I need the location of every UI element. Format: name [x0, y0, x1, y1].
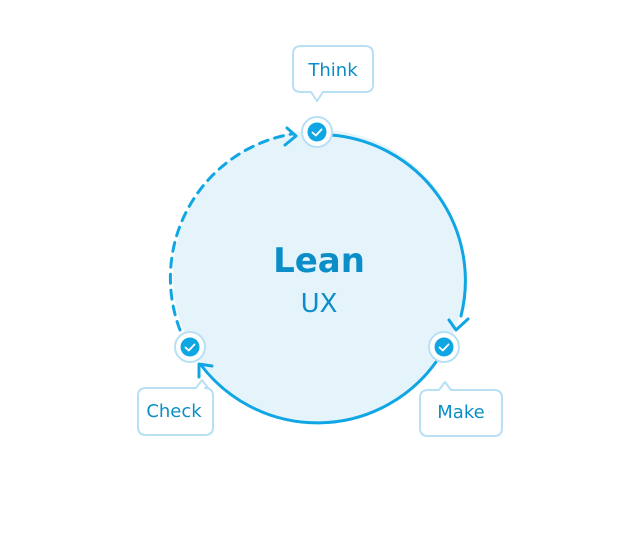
- arc-check-to-think: [168, 132, 294, 332]
- center-circle: [173, 130, 465, 422]
- stage-think: [301, 116, 333, 148]
- check-icon: [438, 343, 450, 352]
- stage-check: [174, 331, 206, 363]
- callout-make: Make: [419, 381, 503, 437]
- arrowhead-make: [447, 317, 470, 332]
- check-icon: [184, 343, 196, 352]
- arc-make-to-check: [199, 360, 438, 425]
- arrowhead-think: [283, 126, 298, 147]
- stage-make: [428, 331, 460, 363]
- callout-think: Think: [292, 45, 374, 102]
- center-title: Lean: [273, 241, 365, 281]
- arc-think-to-make: [329, 133, 467, 318]
- callout-check: Check: [137, 379, 214, 436]
- stage-label-make: Make: [437, 402, 484, 423]
- check-icon: [311, 128, 323, 137]
- stage-label-think: Think: [307, 60, 358, 81]
- arrowhead-check: [197, 362, 214, 379]
- center-subtitle: UX: [301, 289, 338, 319]
- stage-label-check: Check: [146, 401, 202, 422]
